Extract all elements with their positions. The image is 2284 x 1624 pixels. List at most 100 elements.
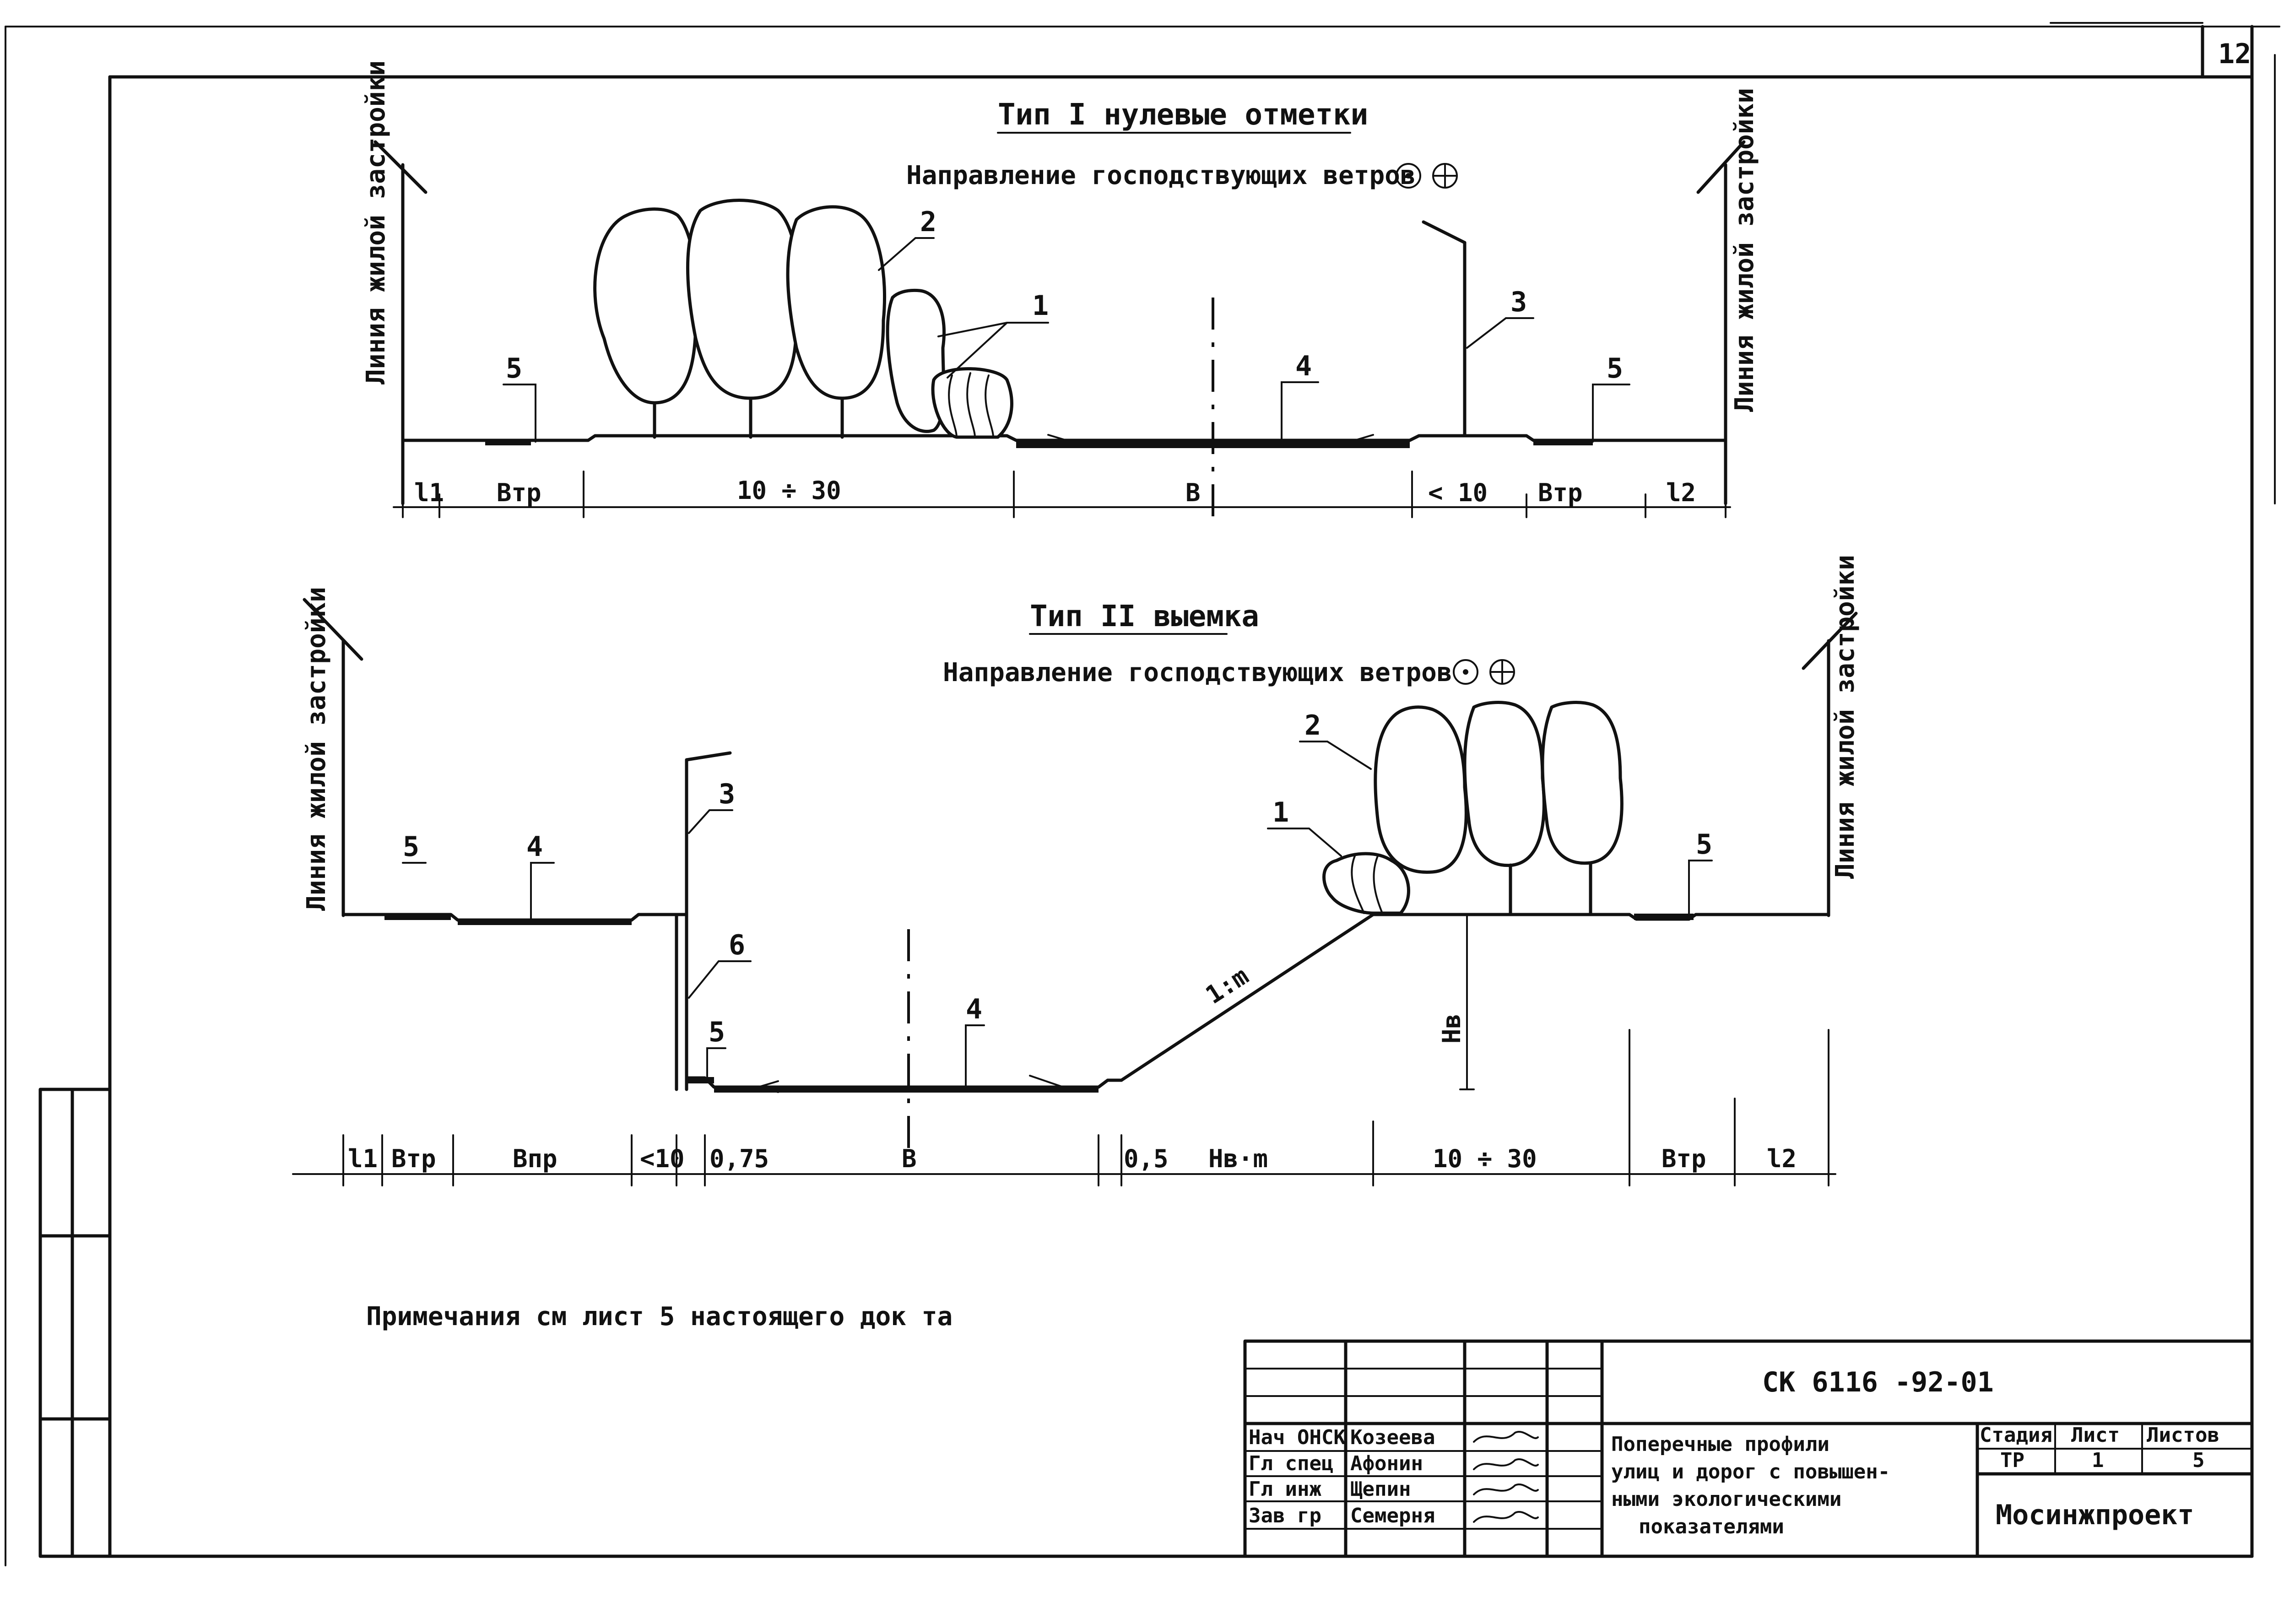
callout-2: 2: [1299, 709, 1372, 770]
retaining-wall: [675, 751, 732, 1091]
title-block: [1243, 1339, 2254, 1558]
svg-text:5: 5: [1696, 828, 1712, 861]
callout-5-right: 5: [1592, 352, 1630, 443]
callout-1: 1: [937, 290, 1049, 379]
dim-10-30: 10 ÷ 30: [737, 476, 841, 505]
dim2-l2: l2: [1767, 1144, 1797, 1173]
tree-row: [1374, 701, 1624, 915]
dim-l2: l2: [1666, 478, 1696, 507]
callout-2: 2: [878, 206, 936, 271]
dim2-hv-m: Hв·m: [1208, 1144, 1268, 1173]
profile2-dimension-line: [292, 1029, 1836, 1186]
svg-text:1: 1: [1272, 796, 1289, 828]
cut-depth-dimension: [1459, 914, 1475, 1090]
name-4: Семерня: [1350, 1504, 1435, 1527]
building-line-left-label: Линия жилой застройки: [302, 587, 331, 911]
dim2-075: 0,75: [709, 1144, 769, 1173]
building-line-right: [1802, 612, 1858, 917]
shrub: [1322, 852, 1410, 915]
svg-text:2: 2: [920, 206, 936, 238]
profile2-title: Тип II выемка: [1030, 600, 1259, 633]
sheet-value: 1: [2092, 1449, 2104, 1472]
svg-text:2: 2: [1304, 709, 1321, 742]
ground-upper-right: [1371, 913, 1830, 921]
dim-l1: l1: [414, 478, 444, 507]
drawing-description: Поперечные профили улиц и дорог с повыше…: [1611, 1433, 1902, 1538]
callout-5-right: 5: [1688, 828, 1713, 918]
svg-text:4: 4: [966, 993, 982, 1025]
building-line-left-label: Линия жилой застройки: [361, 60, 391, 384]
ground-line: [401, 434, 1727, 448]
dim2-btr-left: Втр: [391, 1144, 436, 1173]
svg-text:4: 4: [1295, 350, 1312, 382]
dim2-b: B: [902, 1144, 917, 1173]
svg-text:5: 5: [506, 352, 522, 384]
wind-symbol-icon: [1396, 163, 1458, 189]
profile-type-2: Тип II выемка Направление господствующих…: [292, 555, 1860, 1186]
profile2-wind-label: Направление господствующих ветров: [943, 658, 1452, 687]
dim2-btr-right: Втр: [1662, 1144, 1706, 1173]
svg-text:3: 3: [1510, 286, 1527, 318]
callout-5-left: 5: [402, 831, 427, 864]
callout-4-lower: 4: [965, 993, 985, 1089]
name-2: Афонин: [1350, 1452, 1423, 1475]
dim2-10-30: 10 ÷ 30: [1433, 1144, 1537, 1173]
cut-height-label: Hв: [1437, 1014, 1466, 1044]
sheets-label: Листов: [2147, 1424, 2219, 1447]
building-line-left: [373, 140, 428, 505]
callout-4: 4: [1281, 350, 1319, 445]
profile1-title: Тип I нулевые отметки: [998, 98, 1368, 132]
svg-text:1: 1: [1032, 290, 1049, 322]
stage-value: ТР: [2000, 1449, 2024, 1472]
shrub: [931, 367, 1013, 439]
role-4: Зав гр: [1249, 1504, 1321, 1527]
building-line-right-label: Линия жилой застройки: [1830, 555, 1860, 879]
stage-label: Стадия: [1980, 1424, 2052, 1447]
lamp-post: [1422, 220, 1467, 438]
slope-line: [1120, 913, 1375, 1082]
ground-upper-left: [341, 913, 688, 925]
dim2-05: 0,5: [1124, 1144, 1169, 1173]
callout-4-upper: 4: [526, 831, 555, 923]
organization-name: Мосинжпроект: [1996, 1499, 2194, 1531]
dim-btr-left: Втр: [497, 478, 541, 507]
sheet-label: Лист: [2071, 1424, 2120, 1447]
binding-strip: [38, 1088, 112, 1558]
svg-text:3: 3: [719, 778, 735, 810]
profile1-wind-label: Направление господствующих ветров: [906, 161, 1416, 190]
callout-6: 6: [688, 929, 752, 999]
ground-cut-bottom: [685, 913, 1375, 1093]
svg-text:4: 4: [526, 831, 543, 863]
sheets-value: 5: [2192, 1449, 2205, 1472]
svg-text:5: 5: [403, 831, 419, 863]
dim2-bpr: Впр: [513, 1144, 557, 1173]
name-3: Щепин: [1350, 1478, 1411, 1501]
callout-3: 3: [688, 778, 735, 834]
building-line-left: [303, 598, 363, 917]
callout-5-left: 5: [503, 352, 536, 443]
svg-text:6: 6: [729, 929, 745, 961]
svg-text:5: 5: [1607, 352, 1623, 384]
document-code: СК 6116 -92-01: [1762, 1366, 1994, 1398]
profile1-dimension-line: [393, 471, 1731, 518]
name-1: Козеева: [1350, 1426, 1435, 1449]
role-1: Нач ОНСК: [1249, 1426, 1346, 1449]
dim2-less-10: <10: [640, 1144, 685, 1173]
signature-marks: [1473, 1431, 1539, 1523]
slope-label: 1:m: [1201, 961, 1254, 1010]
dim-btr-right: Втр: [1538, 478, 1583, 507]
dim2-l1: l1: [348, 1144, 378, 1173]
callout-5-cut: 5: [706, 1016, 726, 1080]
note-text: Примечания см лист 5 настоящего док та: [366, 1302, 953, 1332]
dim-b: B: [1185, 478, 1201, 507]
role-2: Гл спец: [1249, 1452, 1333, 1475]
wind-symbol-icon: [1453, 659, 1515, 685]
building-line-right-label: Линия жилой застройки: [1730, 88, 1759, 412]
sheet-frame: [5, 22, 2280, 1566]
sheet-number: 12: [2218, 38, 2251, 70]
callout-1: 1: [1267, 796, 1342, 857]
building-line-right: [1696, 140, 1746, 505]
profile-type-1: Тип I нулевые отметки Направление господ…: [361, 60, 1759, 522]
dim-less-10: < 10: [1428, 478, 1488, 507]
